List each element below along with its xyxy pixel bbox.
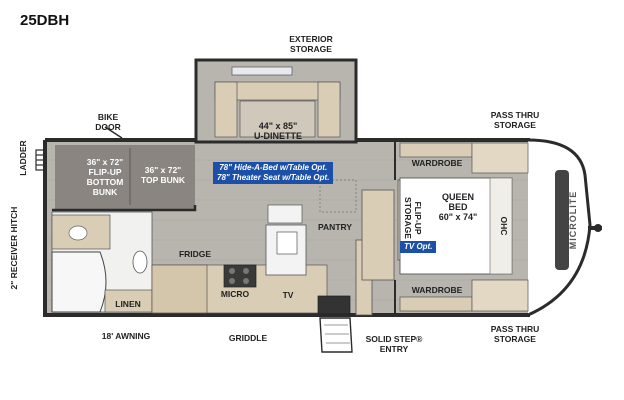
pantry-label: PANTRY <box>318 222 352 232</box>
top-bunk-label: 36" x 72" TOP BUNK <box>140 165 186 185</box>
griddle-box <box>317 295 351 315</box>
pillow-area <box>489 177 513 275</box>
wardrobe-top-label: WARDROBE <box>411 158 463 168</box>
pantry <box>319 179 357 213</box>
stove <box>223 264 257 288</box>
toilet <box>132 250 148 274</box>
linen-label: LINEN <box>115 299 141 309</box>
solid-step-label: SOLID STEP® ENTRY <box>365 334 423 354</box>
tv-opt-callout: TV Opt. <box>400 241 437 253</box>
jack-foot <box>594 224 602 232</box>
entry-step <box>319 317 353 353</box>
wardrobe-bottom-label: WARDROBE <box>411 285 463 295</box>
griddle-label: GRIDDLE <box>228 333 268 343</box>
skylight <box>231 66 293 76</box>
bunk-room-wall <box>52 205 197 212</box>
sink <box>68 225 88 241</box>
nightstand-bottom <box>471 279 529 312</box>
receiver-hitch-label: 2" RECEIVER HITCH <box>9 206 19 290</box>
dinette-table <box>239 100 316 138</box>
faucet <box>267 204 303 224</box>
sink-basin <box>276 231 298 255</box>
u-dinette-label: 44" x 85" U-DINETTE <box>254 121 302 141</box>
ladder-label: LADDER <box>18 140 28 176</box>
hide-a-bed <box>361 189 395 281</box>
fridge <box>151 264 208 314</box>
model-name: 25DBH <box>20 12 70 29</box>
ladder <box>35 149 45 171</box>
bike-door-label: BIKE DOOR <box>95 112 121 132</box>
front-window <box>555 170 569 270</box>
wardrobe-top <box>399 142 473 158</box>
shower <box>51 251 107 313</box>
fridge-label: FRIDGE <box>178 249 212 259</box>
dinette-seat-right <box>317 81 341 138</box>
queen-bed-label: QUEEN BED 60" x 74" <box>438 192 478 222</box>
bike-door <box>104 126 123 139</box>
tv-label: TV <box>282 290 294 300</box>
brand-label: MICROLITE <box>568 190 578 250</box>
micro-label: MICRO <box>220 289 250 299</box>
awning-label: 18' AWNING <box>101 331 151 341</box>
ohc-label: OHC <box>499 216 509 236</box>
dinette-seat-left <box>214 81 238 138</box>
hide-a-bed-callout: 78" Hide-A-Bed w/Table Opt. 78" Theater … <box>213 162 334 184</box>
exterior-storage-label: EXTERIOR STORAGE <box>289 34 333 54</box>
pass-thru-bottom-label: PASS THRU STORAGE <box>490 324 540 344</box>
step-lines <box>324 324 350 344</box>
flip-up-bunk-label: 36" x 72" FLIP-UP BOTTOM BUNK <box>86 157 124 197</box>
bunk-room-floor <box>55 145 195 210</box>
wardrobe-bottom <box>399 296 473 312</box>
pass-thru-top-label: PASS THRU STORAGE <box>490 110 540 130</box>
nightstand-top <box>471 142 529 174</box>
